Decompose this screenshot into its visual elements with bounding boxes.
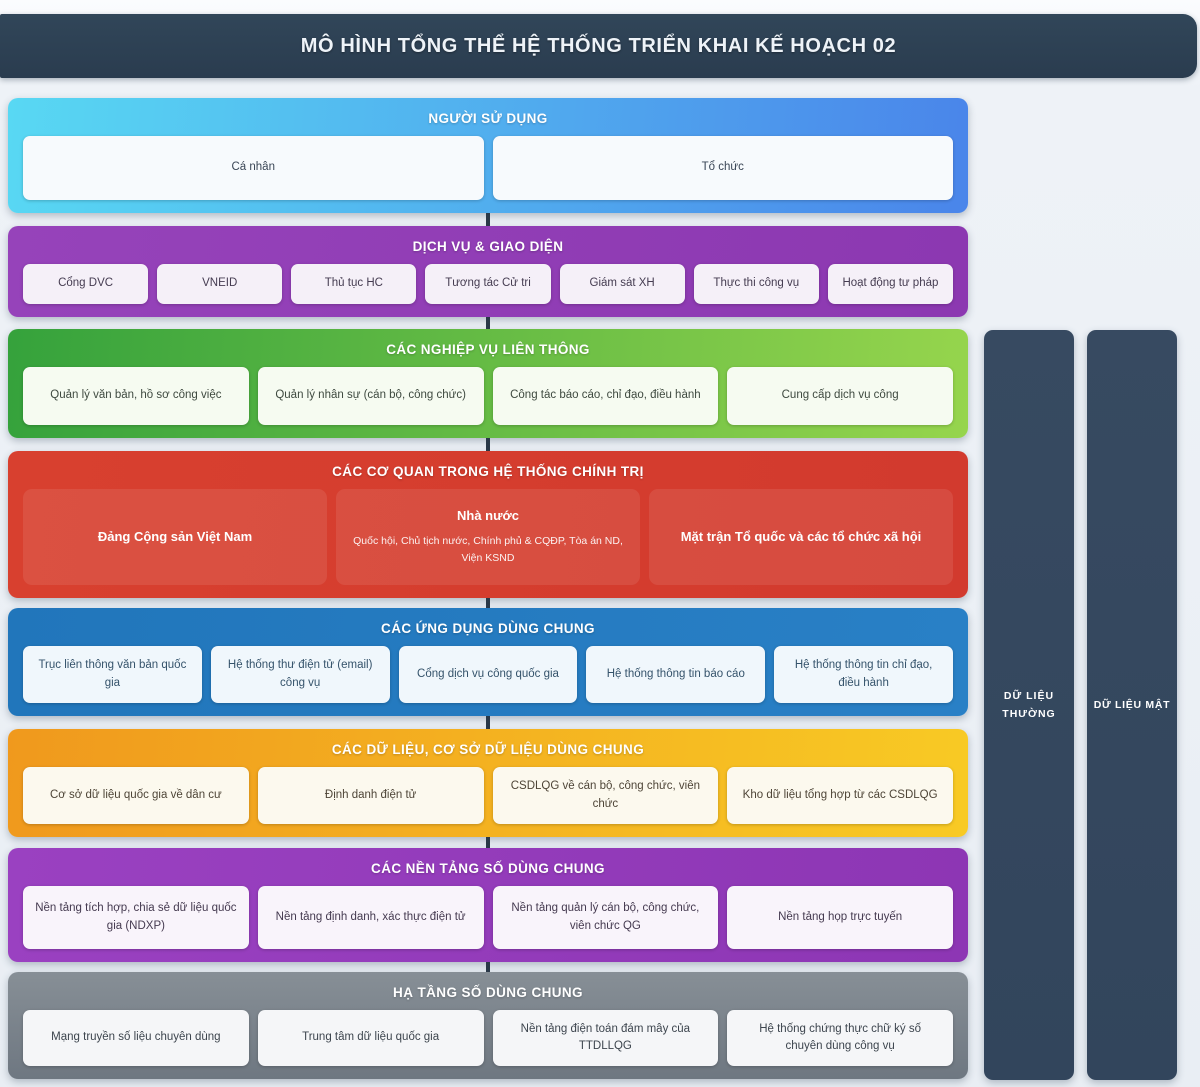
box-quan-ly-nhan-su: Quản lý nhân sự (cán bộ, công chức) <box>257 367 484 425</box>
box-thong-tin-bao-cao: Hệ thống thông tin báo cáo <box>586 646 766 703</box>
band-agencies-grid: Đảng Cộng sản Việt Nam Nhà nước Quốc hội… <box>23 489 953 585</box>
band-services-title: DỊCH VỤ & GIAO DIỆN <box>412 239 564 254</box>
box-nen-tang-dinh-danh: Nền tảng định danh, xác thực điện tử <box>257 886 484 949</box>
band-platforms-grid: Nền tảng tích hợp, chia sẻ dữ liệu quốc … <box>23 886 953 949</box>
box-nha-nuoc: Nhà nước Quốc hội, Chủ tịch nước, Chính … <box>336 489 640 585</box>
box-hoat-dong-tu-phap: Hoạt động tư pháp <box>827 264 953 304</box>
box-nen-tang-quan-ly-cb: Nền tảng quản lý cán bộ, công chức, viên… <box>492 886 719 949</box>
box-dinh-danh-dien-tu: Định danh điện tử <box>257 767 484 824</box>
page-title: MÔ HÌNH TỔNG THỂ HỆ THỐNG TRIỂN KHAI KẾ … <box>300 34 897 57</box>
box-dien-toan-dam-may: Nền tảng điện toán đám mây của TTDLLQG <box>492 1010 719 1066</box>
band-applications-grid: Trục liên thông văn bản quốc gia Hệ thốn… <box>23 646 953 703</box>
box-csdlqg-can-bo: CSDLQG về cán bộ, công chức, viên chức <box>492 767 719 824</box>
band-platforms: CÁC NỀN TẢNG SỐ DÙNG CHUNG Nền tảng tích… <box>8 848 968 962</box>
box-csdl-dan-cu: Cơ sở dữ liệu quốc gia về dân cư <box>23 767 249 824</box>
box-vneid: VNEID <box>157 264 283 304</box>
band-databases-title: CÁC DỮ LIỆU, CƠ SỞ DỮ LIỆU DÙNG CHUNG <box>331 742 645 757</box>
band-applications: CÁC ỨNG DỤNG DÙNG CHUNG Trục liên thông … <box>8 608 968 716</box>
box-kho-du-lieu: Kho dữ liệu tổng hợp từ các CSDLQG <box>727 767 953 824</box>
box-to-chuc: Tổ chức <box>492 136 953 200</box>
box-cung-cap-dich-vu-cong: Cung cấp dịch vụ công <box>727 367 953 425</box>
box-chu-ky-so: Hệ thống chứng thực chữ ký số chuyên dùn… <box>727 1010 953 1066</box>
box-thu-tuc-hc: Thủ tục HC <box>291 264 417 304</box>
box-dang-cong-san: Đảng Cộng sản Việt Nam <box>23 489 327 585</box>
box-trung-tam-du-lieu-qg: Trung tâm dữ liệu quốc gia <box>257 1010 484 1066</box>
band-infrastructure: HẠ TẦNG SỐ DÙNG CHUNG Mạng truyền số liệ… <box>8 972 968 1079</box>
band-users-grid: Cá nhân Tổ chức <box>23 136 953 200</box>
band-operations-title: CÁC NGHIỆP VỤ LIÊN THÔNG <box>386 342 590 357</box>
band-infrastructure-title: HẠ TẦNG SỐ DÙNG CHUNG <box>393 985 583 1000</box>
pillar-du-lieu-mat-label: DỮ LIỆU MẬT <box>1093 698 1171 711</box>
connector-line <box>486 598 490 608</box>
box-mat-tran-to-quoc: Mặt trận Tổ quốc và các tổ chức xã hội <box>649 489 953 585</box>
band-applications-title: CÁC ỨNG DỤNG DÙNG CHUNG <box>381 621 595 636</box>
box-cong-dich-vu-cong-qg: Cổng dịch vụ công quốc gia <box>398 646 578 703</box>
connector-line <box>486 213 490 226</box>
box-hop-truc-tuyen: Nền tảng họp trực tuyến <box>727 886 953 949</box>
box-thu-dien-tu: Hệ thống thư điện tử (email) công vụ <box>210 646 390 703</box>
band-agencies: CÁC CƠ QUAN TRONG HỆ THỐNG CHÍNH TRỊ Đản… <box>8 451 968 598</box>
box-truc-lien-thong: Trục liên thông văn bản quốc gia <box>23 646 202 703</box>
diagram-title-bar: MÔ HÌNH TỔNG THỂ HỆ THỐNG TRIỂN KHAI KẾ … <box>0 14 1197 78</box>
box-nha-nuoc-sublabel: Quốc hội, Chủ tịch nước, Chính phủ & CQĐ… <box>353 534 623 565</box>
band-databases: CÁC DỮ LIỆU, CƠ SỞ DỮ LIỆU DÙNG CHUNG Cơ… <box>8 729 968 837</box>
box-tuong-tac-cu-tri: Tương tác Cử tri <box>425 264 551 304</box>
connector-line <box>486 837 490 848</box>
box-nha-nuoc-label: Nhà nước <box>457 508 519 524</box>
band-services: DỊCH VỤ & GIAO DIỆN Cổng DVC VNEID Thủ t… <box>8 226 968 317</box>
connector-line <box>486 962 490 972</box>
band-infrastructure-grid: Mạng truyền số liệu chuyên dùng Trung tâ… <box>23 1010 953 1066</box>
box-quan-ly-van-ban: Quản lý văn bản, hồ sơ công việc <box>23 367 249 425</box>
pillar-du-lieu-thuong: DỮ LIỆU THƯỜNG <box>984 330 1074 1080</box>
box-giam-sat-xh: Giám sát XH <box>559 264 685 304</box>
box-cong-dvc: Cổng DVC <box>23 264 149 304</box>
box-thuc-thi-cong-vu: Thực thi công vụ <box>693 264 819 304</box>
box-mang-truyen-so-lieu: Mạng truyền số liệu chuyên dùng <box>23 1010 249 1066</box>
band-platforms-title: CÁC NỀN TẢNG SỐ DÙNG CHUNG <box>371 861 605 876</box>
box-cong-tac-bao-cao: Công tác báo cáo, chỉ đạo, điều hành <box>492 367 719 425</box>
box-ca-nhan: Cá nhân <box>23 136 484 200</box>
connector-line <box>486 438 490 451</box>
connector-line <box>486 716 490 729</box>
band-agencies-title: CÁC CƠ QUAN TRONG HỆ THỐNG CHÍNH TRỊ <box>332 464 644 479</box>
band-databases-grid: Cơ sở dữ liệu quốc gia về dân cư Định da… <box>23 767 953 824</box>
pillar-du-lieu-mat: DỮ LIỆU MẬT <box>1087 330 1177 1080</box>
pillar-du-lieu-thuong-label: DỮ LIỆU THƯỜNG <box>1002 689 1056 720</box>
band-operations-grid: Quản lý văn bản, hồ sơ công việc Quản lý… <box>23 367 953 425</box>
box-thong-tin-chi-dao: Hệ thống thông tin chỉ đạo, điều hành <box>774 646 953 703</box>
band-users: NGƯỜI SỬ DỤNG Cá nhân Tổ chức <box>8 98 968 213</box>
band-operations: CÁC NGHIỆP VỤ LIÊN THÔNG Quản lý văn bản… <box>8 329 968 438</box>
band-users-title: NGƯỜI SỬ DỤNG <box>428 111 548 126</box>
connector-line <box>486 317 490 329</box>
band-services-grid: Cổng DVC VNEID Thủ tục HC Tương tác Cử t… <box>23 264 953 304</box>
box-ndxp: Nền tảng tích hợp, chia sẻ dữ liệu quốc … <box>23 886 249 949</box>
